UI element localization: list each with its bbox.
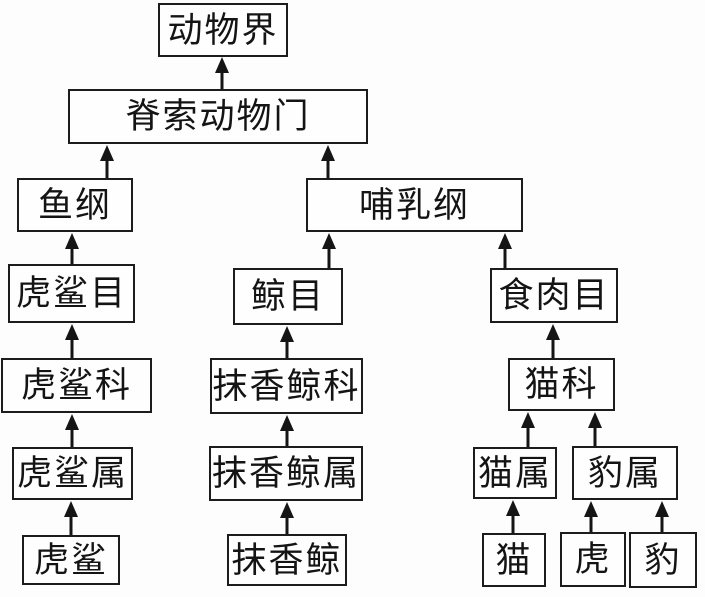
arrow-genus-panther-to-family-cat (588, 412, 602, 446)
node-genus-cat: 猫属 (473, 447, 557, 499)
node-order-whale: 鲸目 (233, 268, 343, 325)
node-family-cat: 猫科 (508, 358, 615, 411)
arrow-species-cat-to-genus-cat (506, 500, 520, 533)
node-species-cat: 猫 (482, 533, 546, 587)
node-family-cat-label: 猫科 (524, 365, 599, 405)
node-species-sperm-whale: 抹香鲸 (227, 534, 347, 586)
node-genus-panther: 豹属 (572, 446, 678, 500)
arrow-class-fish-to-phylum (100, 145, 114, 178)
node-class-mammal: 哺乳纲 (306, 178, 523, 232)
node-genus-sperm-whale-label: 抹香鲸属 (211, 454, 360, 494)
node-family-tiger-shark: 虎鲨科 (1, 358, 152, 413)
arrow-order-whale-to-class-mammal (322, 233, 336, 268)
node-class-fish-label: 鱼纲 (37, 185, 112, 226)
node-species-sperm-whale-label: 抹香鲸 (231, 540, 343, 581)
node-species-tiger: 虎 (560, 532, 626, 587)
arrow-species-leopard-to-genus-panther (655, 501, 669, 532)
node-family-sperm-whale-label: 抹香鲸科 (212, 366, 361, 407)
node-species-tiger-shark-label: 虎鲨 (33, 540, 108, 581)
node-species-leopard-label: 豹 (644, 540, 682, 581)
node-order-tiger-shark-label: 虎鲨目 (15, 274, 127, 314)
arrow-species-sperm-whale-to-genus-sperm-whale (280, 502, 294, 534)
arrow-family-tiger-shark-to-order-tiger-shark (65, 324, 79, 358)
arrow-species-tiger-to-genus-panther (584, 501, 598, 532)
arrow-family-cat-to-order-carnivora (546, 324, 560, 358)
node-phylum: 脊索动物门 (68, 89, 368, 144)
node-kingdom: 动物界 (158, 3, 288, 57)
node-species-tiger-label: 虎 (574, 540, 612, 580)
node-species-leopard: 豹 (629, 532, 697, 588)
node-genus-panther-label: 豹属 (587, 453, 662, 494)
node-class-mammal-label: 哺乳纲 (358, 185, 470, 226)
arrow-order-tiger-shark-to-class-fish (65, 233, 79, 264)
node-genus-sperm-whale: 抹香鲸属 (209, 446, 363, 501)
arrow-class-mammal-to-phylum (321, 145, 335, 178)
node-genus-tiger-shark: 虎鲨属 (12, 447, 133, 500)
node-genus-tiger-shark-label: 虎鲨属 (16, 454, 128, 494)
node-species-tiger-shark: 虎鲨 (22, 535, 120, 585)
arrow-genus-sperm-whale-to-family-sperm-whale (280, 415, 294, 446)
node-order-carnivora-label: 食肉目 (498, 276, 610, 316)
node-kingdom-label: 动物界 (167, 10, 279, 51)
arrow-genus-cat-to-family-cat (521, 412, 535, 447)
node-family-tiger-shark-label: 虎鲨科 (20, 366, 132, 406)
node-genus-cat-label: 猫属 (477, 453, 552, 494)
arrow-family-sperm-whale-to-order-whale (280, 326, 294, 358)
arrow-genus-tiger-shark-to-family-tiger-shark (65, 414, 79, 447)
node-family-sperm-whale: 抹香鲸科 (210, 358, 363, 414)
node-phylum-label: 脊索动物门 (125, 97, 311, 137)
arrow-species-tiger-shark-to-genus-tiger-shark (64, 501, 78, 535)
node-order-carnivora: 食肉目 (490, 268, 618, 323)
node-order-tiger-shark: 虎鲨目 (8, 264, 135, 323)
arrow-order-carnivora-to-class-mammal (498, 233, 512, 268)
node-order-whale-label: 鲸目 (250, 277, 325, 317)
node-class-fish: 鱼纲 (17, 178, 133, 232)
arrow-phylum-to-kingdom (215, 57, 229, 89)
node-species-cat-label: 猫 (495, 540, 533, 581)
